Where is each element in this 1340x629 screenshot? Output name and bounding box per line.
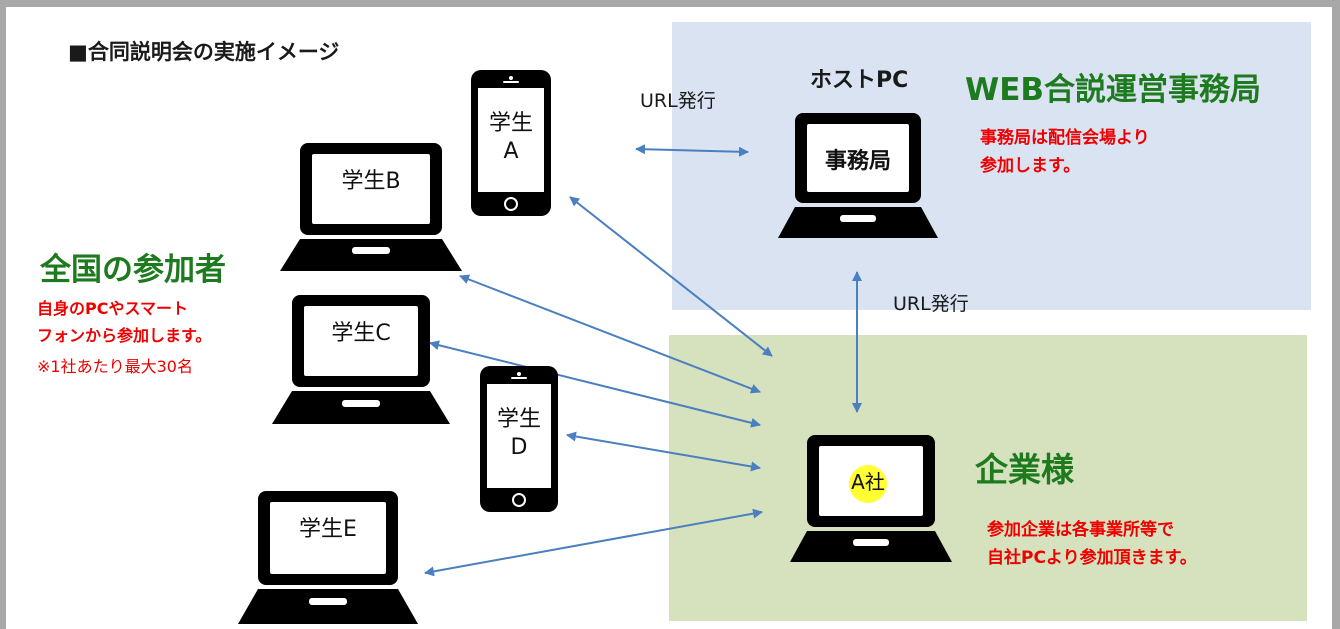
student-b-laptop-icon: 学生B: [280, 140, 462, 273]
host-pc-label: ホストPC: [810, 68, 909, 93]
arrow-studentE-company: [424, 508, 763, 577]
company-note-line1: 参加企業は各事業所等で: [987, 520, 1174, 540]
host-heading: WEB合説運営事務局: [965, 72, 1261, 108]
url-issue-label-top: URL発行: [640, 90, 716, 112]
participants-note-line1: 自身のPCやスマート: [37, 299, 188, 318]
company-laptop-icon: A社: [790, 432, 952, 564]
participants-note-line2: フォンから参加します。: [37, 326, 212, 345]
host-laptop-icon: 事務局: [778, 110, 938, 240]
frame-border-left: [0, 0, 6, 629]
host-device-label: 事務局: [824, 149, 891, 174]
arrow-studentC-company: [429, 340, 761, 428]
student-a-label-line2: A: [503, 138, 519, 164]
student-d-label-line1: 学生: [496, 407, 541, 432]
student-d-phone-icon: 学生 D: [480, 366, 558, 512]
diagram-title: ■合同説明会の実施イメージ: [68, 40, 340, 64]
company-region: [669, 335, 1307, 621]
student-a-label: 学生 A: [478, 110, 544, 165]
host-region: [672, 22, 1311, 310]
student-a-label-line1: 学生: [488, 111, 533, 136]
student-c-label: 学生C: [331, 321, 391, 346]
arrow-studentA-company: [569, 196, 773, 357]
host-note-line1: 事務局は配信会場より: [980, 128, 1150, 148]
company-heading: 企業様: [975, 450, 1074, 489]
student-d-label: 学生 D: [487, 406, 551, 461]
participants-note-line3: ※1社あたり最大30名: [37, 357, 193, 376]
arrow-studentD-company: [566, 431, 761, 472]
student-e-laptop-icon: 学生E: [238, 488, 418, 626]
student-e-label: 学生E: [299, 517, 357, 542]
company-note-line2: 自社PCより参加頂きます。: [987, 548, 1197, 568]
arrow-studentA-host: [635, 144, 749, 157]
url-issue-label-mid: URL発行: [893, 293, 969, 315]
host-note-line2: 参加します。: [980, 156, 1081, 176]
frame-border-top: [0, 0, 1340, 7]
student-a-phone-icon: 学生 A: [471, 70, 551, 216]
student-c-laptop-icon: 学生C: [272, 292, 450, 426]
frame-border-right: [1332, 0, 1340, 629]
student-b-label: 学生B: [341, 169, 401, 194]
participants-heading: 全国の参加者: [40, 252, 226, 288]
company-device-label: A社: [851, 470, 885, 494]
student-d-label-line2: D: [510, 434, 528, 460]
